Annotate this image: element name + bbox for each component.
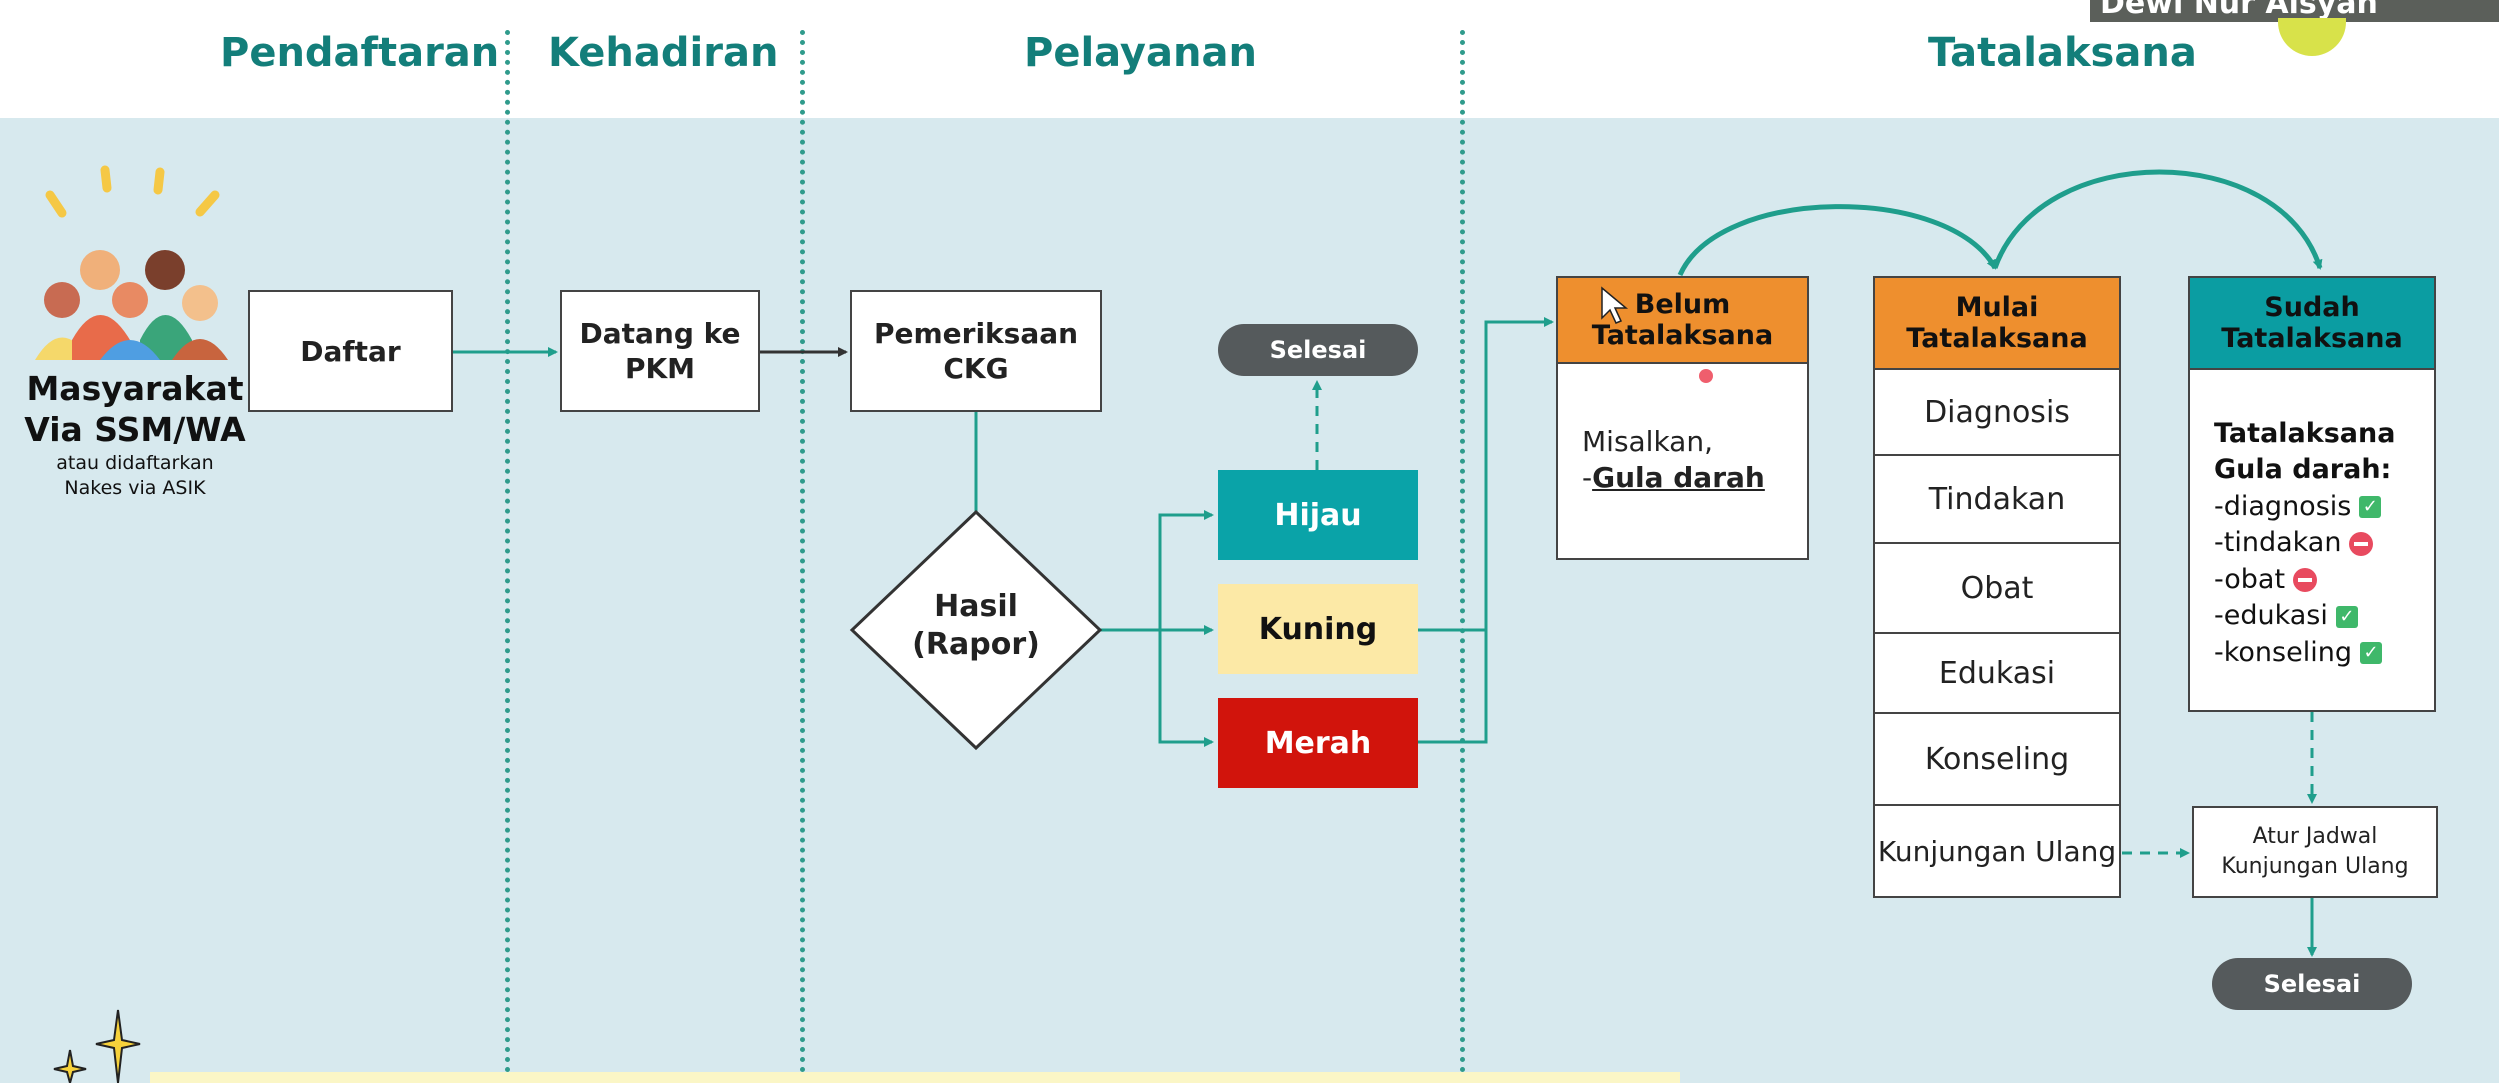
belum-tatalaksana-panel: Misalkan, -Gula darah [1556,362,1809,560]
column-title-pendaftaran: Pendaftaran [220,30,500,76]
sudah-tatalaksana-header: Sudah Tatalaksana [2188,276,2436,370]
check-icon: ✓ [2359,496,2382,519]
datang-line2: PKM [624,352,696,385]
belum-tatalaksana-header: Belum Tatalaksana [1556,276,1809,364]
belum-header-line1: Belum [1634,288,1731,320]
sudah-item-label: -edukasi [2214,600,2328,632]
daftar-box: Daftar [248,290,453,412]
status-hijau-label: Hijau [1274,497,1362,533]
belum-header-line2: Tatalaksana [1591,320,1774,351]
mulai-item-diagnosis: Diagnosis [1873,368,2121,456]
atur-jadwal-line2: Kunjungan Ulang [2221,854,2409,879]
presenter-video-thumbnail: Dewi Nur Aisyah [2090,0,2499,22]
column-divider-3 [1460,30,1465,1083]
column-divider-1 [505,30,510,1083]
status-kuning-box: Kuning [1218,584,1418,674]
datang-line1: Datang ke [579,317,741,350]
mulai-item-label: Edukasi [1938,655,2056,691]
no-entry-icon [2293,568,2318,593]
belum-body-line2: -Gula darah [1582,460,1765,496]
check-icon: ✓ [2335,605,2358,628]
hasil-line1: Hasil [934,589,1018,624]
masyarakat-label: Masyarakat Via SSM/WA atau didaftarkan N… [20,368,250,502]
column-title-tatalaksana: Tatalaksana [1928,30,2197,76]
mulai-header-line2: Tatalaksana [1906,323,2088,354]
check-icon: ✓ [2359,642,2382,665]
mulai-item-tindakan: Tindakan [1873,454,2121,544]
sudah-item-label: -diagnosis [2214,490,2352,522]
mulai-tatalaksana-header: Mulai Tatalaksana [1873,276,2121,370]
status-kuning-label: Kuning [1258,611,1378,647]
masyarakat-title-line2: Via SSM/WA [24,410,246,450]
column-divider-2 [800,30,805,1083]
sudah-title-line2: Gula darah: [2214,454,2392,486]
sudah-item-konseling: -konseling ✓ [2214,635,2395,671]
sudah-item-obat: -obat [2214,562,2395,598]
sudah-item-diagnosis: -diagnosis ✓ [2214,489,2395,525]
mulai-item-konseling: Konseling [1873,712,2121,806]
sudah-item-edukasi: -edukasi ✓ [2214,598,2395,634]
sudah-title-line1: Tatalaksana [2214,418,2396,449]
masyarakat-title-line1: Masyarakat [26,369,244,408]
daftar-label: Daftar [300,334,401,368]
selesai-bottom-label: Selesai [2263,970,2361,998]
selesai-top-label: Selesai [1269,336,1367,364]
selesai-top-pill: Selesai [1218,324,1418,376]
mulai-item-kunjungan-ulang: Kunjungan Ulang [1873,804,2121,898]
status-merah-box: Merah [1218,698,1418,788]
presenter-name: Dewi Nur Aisyah [2100,0,2378,21]
belum-body-gula-darah: Gula darah [1592,461,1765,495]
atur-jadwal-line1: Atur Jadwal [2252,824,2378,850]
belum-body-dash: - [1582,461,1593,495]
mulai-header-line1: Mulai [1955,291,2039,323]
sudah-item-tindakan: -tindakan [2214,525,2395,561]
no-entry-icon [2349,531,2374,556]
bottom-note-strip [150,1072,1680,1083]
sudah-item-label: -konseling [2214,636,2352,668]
hasil-rapor-decision: Hasil (Rapor) [876,588,1076,663]
sudah-item-label: -tindakan [2214,527,2342,559]
mulai-item-label: Tindakan [1928,481,2066,517]
masyarakat-sub-line2: Nakes via ASIK [64,477,206,500]
sudah-header-line2: Tatalaksana [2221,323,2403,354]
mulai-item-label: Obat [1960,570,2034,606]
sudah-item-label: -obat [2214,563,2286,595]
datang-ke-pkm-box: Datang ke PKM [560,290,760,412]
column-title-pelayanan: Pelayanan [1024,30,1257,76]
pemeriksaan-ckg-box: Pemeriksaan CKG [850,290,1102,412]
masyarakat-sub-line1: atau didaftarkan [56,451,214,474]
mulai-item-label: Konseling [1924,741,2070,777]
hasil-line2: (Rapor) [912,626,1040,662]
status-merah-label: Merah [1264,725,1372,761]
pemeriksaan-line1: Pemeriksaan [873,317,1079,350]
mulai-item-label: Kunjungan Ulang [1877,834,2117,868]
belum-body-line1: Misalkan, [1582,425,1713,458]
column-title-kehadiran: Kehadiran [548,30,779,76]
selesai-bottom-pill: Selesai [2212,958,2412,1010]
sudah-header-line1: Sudah [2264,291,2360,323]
atur-jadwal-box: Atur Jadwal Kunjungan Ulang [2192,806,2438,898]
mulai-item-obat: Obat [1873,542,2121,634]
status-hijau-box: Hijau [1218,470,1418,560]
mulai-item-label: Diagnosis [1924,394,2070,430]
sudah-tatalaksana-panel: Tatalaksana Gula darah: -diagnosis ✓ -tin… [2188,368,2436,712]
header-band [0,0,2499,118]
pemeriksaan-line2: CKG [943,352,1009,385]
